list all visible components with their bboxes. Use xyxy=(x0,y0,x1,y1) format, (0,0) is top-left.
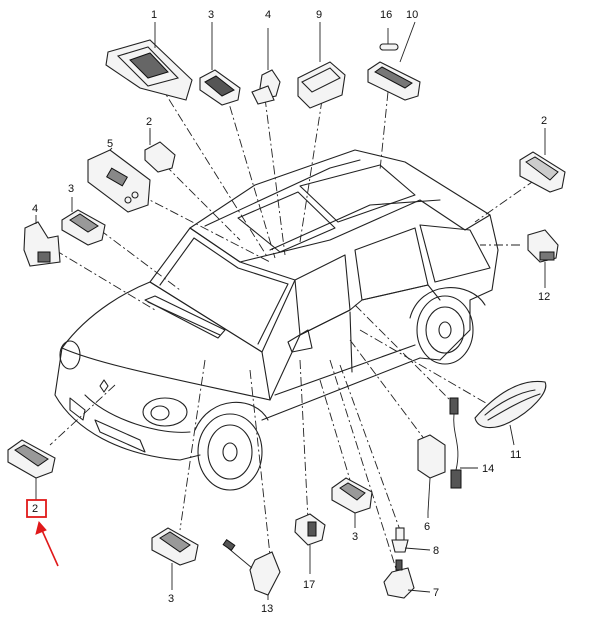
part-10-lamp-housing xyxy=(367,61,421,101)
callout-3: 3 xyxy=(352,531,358,543)
callout-3: 3 xyxy=(208,9,214,21)
part-2-side-lamp xyxy=(519,151,566,193)
callout-11: 11 xyxy=(510,449,521,461)
callout-4: 4 xyxy=(32,203,38,215)
callout-3: 3 xyxy=(68,183,74,195)
callout-7: 7 xyxy=(433,587,439,599)
highlight-box xyxy=(26,499,47,518)
part-11-light-strip xyxy=(474,380,547,429)
callout-16: 16 xyxy=(380,9,392,21)
callout-13: 13 xyxy=(261,603,273,615)
part-4-bracket-left xyxy=(23,221,61,267)
callout-4: 4 xyxy=(265,9,271,21)
highlight-annotation xyxy=(26,499,59,567)
part-13-socket xyxy=(222,538,281,596)
label-ticks xyxy=(35,21,546,600)
part-4-sensor-top xyxy=(251,28,281,105)
part-17-clip xyxy=(294,513,326,546)
part-2-switch xyxy=(144,128,176,173)
part-1-interior-lamp xyxy=(105,39,193,101)
part-3-lamp-left xyxy=(61,209,106,246)
part-14-cable-sensor xyxy=(449,397,462,489)
callout-1: 1 xyxy=(151,9,157,21)
callout-2: 2 xyxy=(541,115,547,127)
callout-6: 6 xyxy=(424,521,430,533)
callout-5: 5 xyxy=(107,138,113,150)
callout-2: 2 xyxy=(146,116,152,128)
part-2-lamp-bottom-left xyxy=(7,439,56,479)
part-3-switch-top xyxy=(199,69,241,106)
part-5-control-panel xyxy=(87,149,151,213)
leader-lines xyxy=(49,84,536,576)
part-8-bulb xyxy=(391,527,409,553)
part-12-sensor xyxy=(527,229,559,263)
part-3-lamp-bottom xyxy=(151,527,199,566)
callout-17: 17 xyxy=(303,579,315,591)
part-7-connector xyxy=(383,559,415,599)
part-3-lamp-middle xyxy=(331,477,373,514)
callout-9: 9 xyxy=(316,9,322,21)
car-outline xyxy=(54,149,499,491)
highlight-arrow xyxy=(40,527,59,567)
callout-3: 3 xyxy=(168,593,174,605)
callout-12: 12 xyxy=(538,291,550,303)
callout-14: 14 xyxy=(482,463,494,475)
part-16-bulb xyxy=(379,28,399,51)
arrow-head xyxy=(35,520,47,535)
callout-10: 10 xyxy=(406,9,418,21)
part-6-control-unit xyxy=(417,434,446,513)
part-9-overhead-module xyxy=(297,61,346,109)
callout-8: 8 xyxy=(433,545,439,557)
callout-labels: 1 3 4 9 16 10 2 5 2 3 4 12 11 14 6 3 8 7… xyxy=(32,9,550,615)
callout-2-highlighted: 2 xyxy=(32,503,38,515)
